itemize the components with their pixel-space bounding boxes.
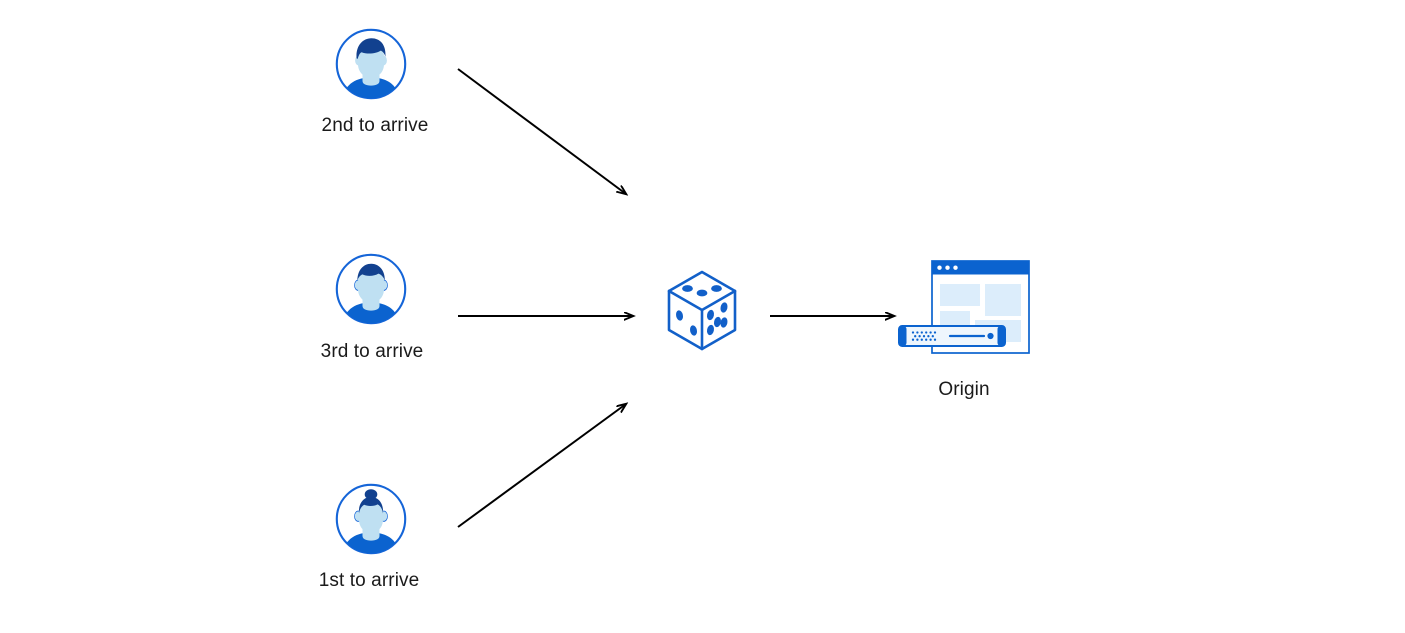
arrow-2nd-to-dice: [457, 68, 626, 194]
user-avatar-icon: [335, 28, 407, 100]
randomizer-node[interactable]: [664, 268, 740, 360]
user-avatar-ponytail-icon: [335, 483, 407, 555]
server-device-icon: [898, 325, 1006, 347]
user-avatar-icon: [335, 253, 407, 325]
client-label-1st: 1st to arrive: [318, 570, 420, 591]
client-node-1st[interactable]: [334, 482, 408, 556]
dice-icon: [667, 270, 737, 351]
client-node-2nd[interactable]: [334, 27, 408, 101]
client-label-3rd: 3rd to arrive: [320, 341, 424, 362]
origin-server-icon: [898, 260, 1030, 354]
arrow-1st-to-dice: [457, 404, 626, 528]
client-node-3rd[interactable]: [334, 252, 408, 326]
origin-node[interactable]: [896, 258, 1032, 368]
client-label-2nd: 2nd to arrive: [321, 115, 429, 136]
origin-label: Origin: [938, 379, 990, 400]
